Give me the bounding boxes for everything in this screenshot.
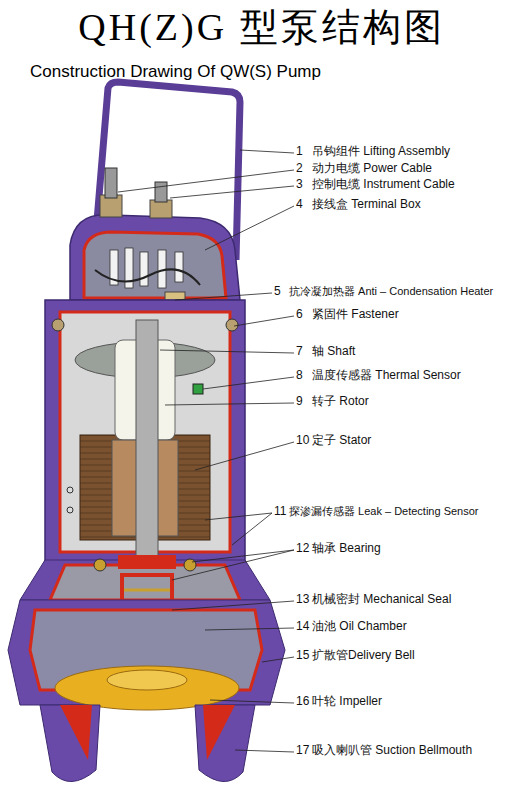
callout-number: 4 [296, 198, 303, 212]
part-label: 叶轮 Impeller [312, 695, 382, 709]
callout-number: 8 [296, 369, 303, 383]
callout-number: 6 [296, 308, 303, 322]
leader-lines [118, 150, 294, 752]
pump-part [193, 384, 203, 394]
pump-part [195, 442, 294, 470]
part-label: 动力电缆 Power Cable [312, 162, 432, 176]
pump-part [205, 628, 294, 630]
pump-part [195, 705, 255, 782]
pump-part [140, 252, 148, 286]
pump-part [234, 316, 294, 326]
pump-part [262, 657, 294, 662]
callout-number: 11 [274, 505, 286, 519]
pump-part [94, 559, 106, 571]
pump-part [172, 550, 294, 580]
pump-part [205, 206, 294, 250]
pump-part [118, 555, 176, 569]
callout-number: 5 [274, 285, 281, 299]
pump-part [203, 377, 294, 389]
pump-part [55, 666, 239, 710]
callout-number: 7 [296, 345, 303, 359]
part-label: 扩散管Delivery Bell [312, 649, 415, 663]
part-label: 油池 Oil Chamber [312, 620, 407, 634]
part-label: 轴 Shaft [312, 345, 355, 359]
delivery-bell [8, 600, 285, 710]
part-label: 轴承 Bearing [312, 542, 381, 556]
pump-part [165, 403, 294, 405]
part-label: 温度传感器 Thermal Sensor [312, 369, 461, 383]
pump-part [170, 186, 294, 198]
terminal-housing [70, 168, 240, 300]
part-label: 吊钩组件 Lifting Assembly [312, 145, 450, 159]
part-label: 吸入喇叭管 Suction Bellmouth [312, 744, 472, 758]
callout-number: 2 [296, 162, 303, 176]
pump-part [235, 750, 294, 752]
part-label: 探渗漏传感器 Leak – Detecting Sensor [289, 505, 519, 518]
callout-number: 3 [296, 178, 303, 192]
title: QH(Z)G 型泵结构图 [78, 6, 444, 50]
callout-number: 17 [296, 744, 309, 758]
pump-part [52, 319, 64, 331]
part-label: 转子 Rotor [312, 395, 369, 409]
pump-part [70, 215, 240, 300]
pump-part [175, 293, 272, 300]
callout-number: 12 [296, 542, 309, 556]
pump-part [67, 507, 73, 513]
callout-number: 13 [296, 593, 309, 607]
part-label: 控制电缆 Instrument Cable [312, 178, 455, 192]
pump-part [60, 705, 92, 760]
part-label: 紧固件 Fastener [312, 308, 399, 322]
callout-number: 10 [296, 434, 309, 448]
pump-part [184, 559, 196, 571]
pump-part [240, 150, 294, 153]
pump-part [226, 319, 238, 331]
part-label: 机械密封 Mechanical Seal [312, 593, 451, 607]
pump-part [210, 700, 294, 703]
pump-part [107, 670, 187, 690]
pump-part [40, 705, 100, 782]
pump-part [160, 350, 294, 353]
pump-part [105, 168, 117, 198]
part-label: 接线盒 Terminal Box [312, 198, 421, 212]
pump-part [155, 182, 167, 202]
pump-part [150, 200, 172, 218]
callout-number: 15 [296, 649, 309, 663]
part-label: 定子 Stator [312, 434, 371, 448]
callout-number: 14 [296, 620, 309, 634]
callout-number: 9 [296, 395, 303, 409]
pump-part [84, 232, 226, 298]
callout-number: 16 [296, 695, 309, 709]
pump-part [8, 600, 285, 705]
pump-part [67, 487, 73, 493]
suction-bellmouth [40, 705, 255, 782]
pump-part [205, 513, 272, 520]
pump-part [165, 292, 185, 300]
pump-part [172, 601, 294, 610]
pump-part [175, 252, 183, 282]
pump-part [95, 269, 200, 285]
subtitle: Construction Drawing Of QW(S) Pump [30, 62, 321, 82]
pump-part [232, 513, 272, 545]
pump-part [203, 705, 235, 760]
part-label: 抗冷凝加热器 Anti – Condensation Heater [289, 285, 519, 298]
callout-number: 1 [296, 145, 303, 159]
pump-part [192, 550, 294, 562]
